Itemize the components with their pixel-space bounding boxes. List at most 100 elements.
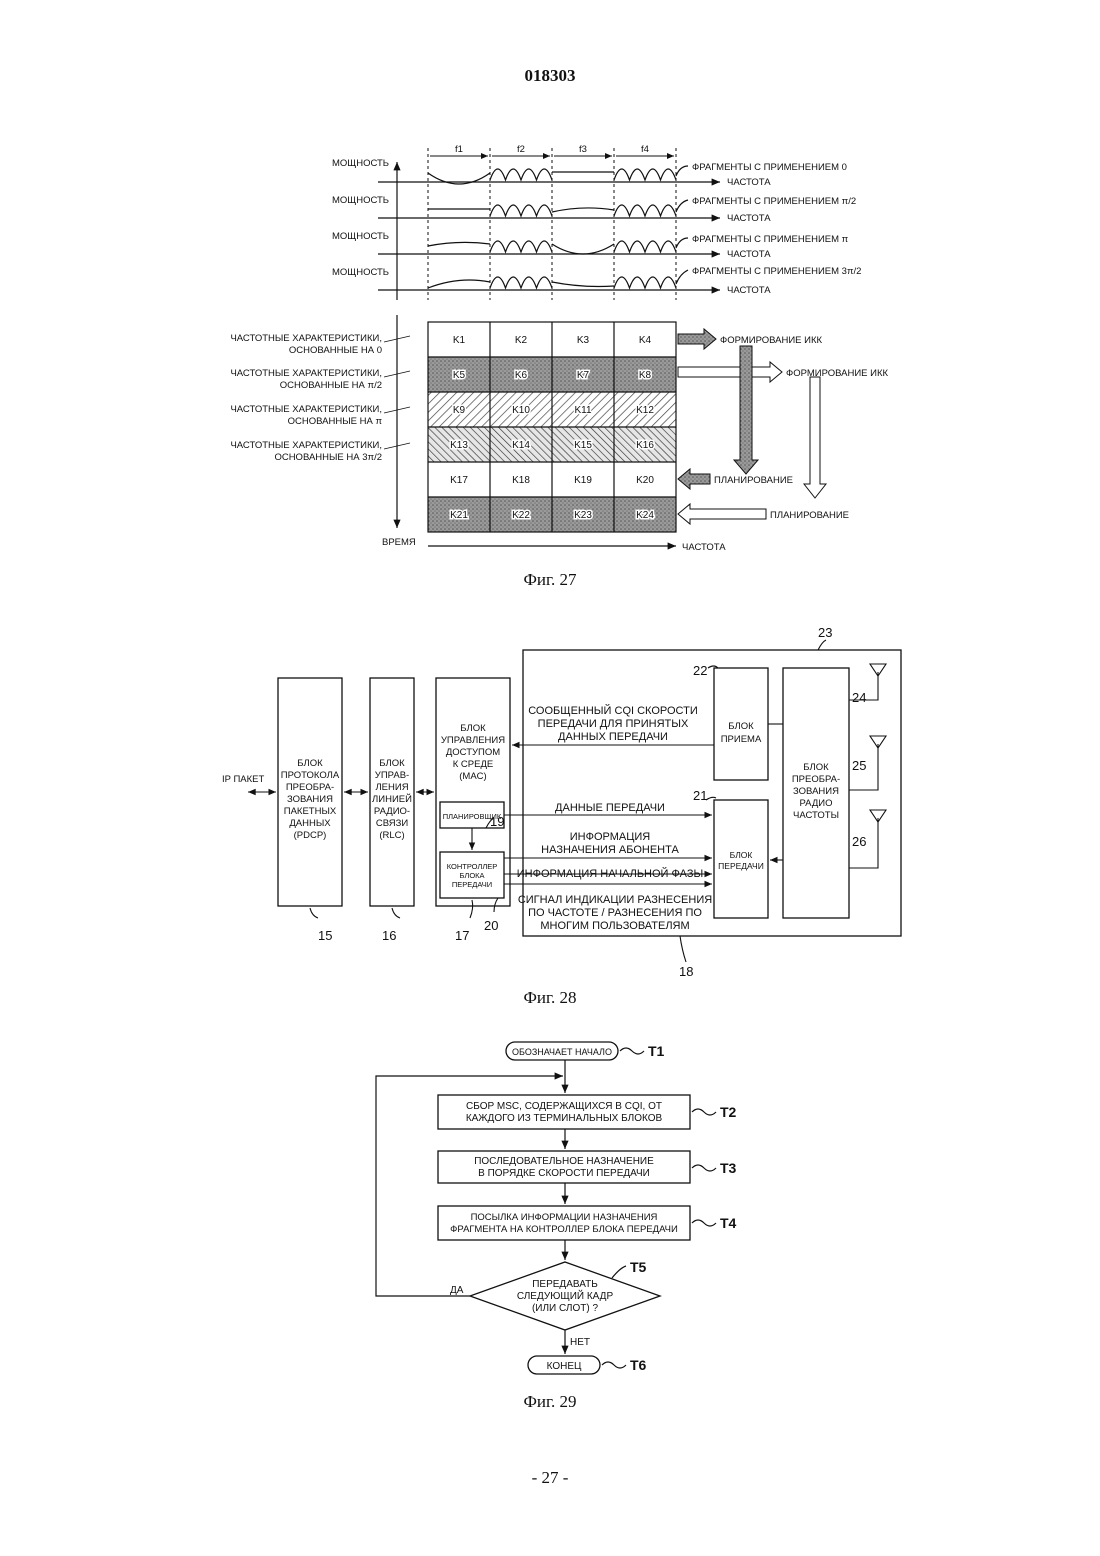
initial-phase-label: ИНФОРМАЦИЯ НАЧАЛЬНОЙ ФАЗЫ xyxy=(517,867,703,880)
tx-controller-line-0: КОНТРОЛЛЕР xyxy=(447,862,498,871)
ref-21: 21 xyxy=(693,788,707,803)
yes-label: ДА xyxy=(450,1285,464,1296)
cqi-msg-text: СООБЩЕННЫЙ CQI СКОРОСТИ ПЕРЕДАЧИ ДЛЯ ПРИ… xyxy=(528,704,698,743)
fig28-diagram: IP ПАКЕТ БЛОК ПРОТОКОЛА ПРЕОБРА- ЗОВАНИЯ… xyxy=(0,620,1100,985)
cell-k18: K18 xyxy=(512,475,530,486)
time-label: ВРЕМЯ xyxy=(382,537,416,548)
rf-text: БЛОК ПРЕОБРА- ЗОВАНИЯ РАДИО ЧАСТОТЫ xyxy=(792,762,840,821)
cqi-msg-line-1: ПЕРЕДАЧИ ДЛЯ ПРИНЯТЫХ xyxy=(538,718,689,730)
fig27-caption: Фиг. 27 xyxy=(0,570,1100,590)
pdcp-line-4: ПАКЕТНЫХ xyxy=(284,806,337,817)
tx-data-label: ДАННЫЕ ПЕРЕДАЧИ xyxy=(555,802,665,814)
cell-k24: K24 xyxy=(636,510,654,521)
cqi-planning-arrows xyxy=(678,329,826,524)
rx-line-1: ПРИЕМА xyxy=(721,734,762,745)
cell-k3: K3 xyxy=(577,335,590,346)
ref-24: 24 xyxy=(852,690,866,705)
cqi-label-2: ФОРМИРОВАНИЕ ИКК xyxy=(786,368,888,379)
freq-label-4: ЧАСТОТА xyxy=(727,285,771,296)
t5-line-1: СЛЕДУЮЩИЙ КАДР xyxy=(517,1289,614,1302)
char-label-1-b: ОСНОВАННЫЕ НА π/2 xyxy=(280,380,382,391)
fragments-label-2: ФРАГМЕНТЫ С ПРИМЕНЕНИЕМ π/2 xyxy=(692,196,856,207)
cell-k19: K19 xyxy=(574,475,592,486)
diversity-line-0: СИГНАЛ ИНДИКАЦИИ РАЗНЕСЕНИЯ xyxy=(518,894,712,906)
rlc-line-0: БЛОК xyxy=(379,758,405,769)
t3-line-1: В ПОРЯДКЕ СКОРОСТИ ПЕРЕДАЧИ xyxy=(478,1168,650,1179)
cell-k1: K1 xyxy=(453,335,466,346)
cell-k11: K11 xyxy=(574,405,591,416)
t3-line-0: ПОСЛЕДОВАТЕЛЬНОЕ НАЗНАЧЕНИЕ xyxy=(474,1156,654,1167)
cell-k23: K23 xyxy=(574,510,592,521)
fragments-label-1: ФРАГМЕНТЫ С ПРИМЕНЕНИЕМ 0 xyxy=(692,162,847,173)
cell-k15: K15 xyxy=(574,440,592,451)
cell-k17: K17 xyxy=(450,475,468,486)
cell-k2: K2 xyxy=(515,335,528,346)
rlc-line-2: ЛЕНИЯ xyxy=(375,782,408,793)
tx-line-1: ПЕРЕДАЧИ xyxy=(718,861,764,871)
ref-18: 18 xyxy=(679,964,693,979)
rf-line-0: БЛОК xyxy=(803,762,829,773)
char-label-1-a: ЧАСТОТНЫЕ ХАРАКТЕРИСТИКИ, xyxy=(230,368,382,379)
t5-line-2: (ИЛИ СЛОТ) ? xyxy=(532,1303,598,1314)
diversity-line-1: ПО ЧАСТОТЕ / РАЗНЕСЕНИЯ ПО xyxy=(528,907,702,919)
mac-line-2: ДОСТУПОМ xyxy=(446,747,500,758)
ref-17: 17 xyxy=(455,928,469,943)
band-f4: f4 xyxy=(641,144,649,155)
cell-k13: K13 xyxy=(450,440,468,451)
tx-controller-line-1: БЛОКА xyxy=(459,871,484,880)
t2-line-1: КАЖДОГО ИЗ ТЕРМИНАЛЬНЫХ БЛОКОВ xyxy=(466,1113,663,1124)
cell-k8: K8 xyxy=(639,370,652,381)
t5-line-0: ПЕРЕДАВАТЬ xyxy=(532,1279,598,1290)
fragments-label-3: ФРАГМЕНТЫ С ПРИМЕНЕНИЕМ π xyxy=(692,234,849,245)
cell-k5: K5 xyxy=(453,370,466,381)
start-label: ОБОЗНАЧАЕТ НАЧАЛО xyxy=(512,1047,612,1057)
cell-k12: K12 xyxy=(636,405,654,416)
cell-k6: K6 xyxy=(515,370,528,381)
ref-15: 15 xyxy=(318,928,332,943)
tx-controller-text: КОНТРОЛЛЕР БЛОКА ПЕРЕДАЧИ xyxy=(447,862,498,889)
ref-26: 26 xyxy=(852,834,866,849)
ref-25: 25 xyxy=(852,758,866,773)
no-label: НЕТ xyxy=(570,1337,590,1348)
mac-text: БЛОК УПРАВЛЕНИЯ ДОСТУПОМ К СРЕДЕ (MAC) xyxy=(441,723,505,782)
cell-k7: K7 xyxy=(577,370,590,381)
power-label-2: МОЩНОСТЬ xyxy=(332,195,389,206)
char-label-2-b: ОСНОВАННЫЕ НА π xyxy=(288,416,383,427)
user-assign-text: ИНФОРМАЦИЯ НАЗНАЧЕНИЯ АБОНЕНТА xyxy=(541,831,679,856)
rlc-line-3: ЛИНИЕЙ xyxy=(372,793,412,805)
cell-k22: K22 xyxy=(512,510,530,521)
document-number: 018303 xyxy=(0,66,1100,86)
label-t3: T3 xyxy=(720,1160,737,1176)
cqi-msg-line-0: СООБЩЕННЫЙ CQI СКОРОСТИ xyxy=(528,704,698,717)
fig27-diagram: f1 f2 f3 f4 МОЩНОСТЬ МОЩН xyxy=(0,130,1100,570)
pdcp-line-5: ДАННЫХ xyxy=(289,818,331,829)
label-t1: T1 xyxy=(648,1043,665,1059)
t2-line-0: СБОР MSC, СОДЕРЖАЩИХСЯ В CQI, ОТ xyxy=(466,1101,662,1112)
power-plots xyxy=(378,162,720,300)
band-f1: f1 xyxy=(455,144,463,155)
fragments-label-4: ФРАГМЕНТЫ С ПРИМЕНЕНИЕМ 3π/2 xyxy=(692,266,861,277)
pdcp-line-0: БЛОК xyxy=(297,758,323,769)
rf-line-1: ПРЕОБРА- xyxy=(792,774,840,785)
ref-19: 19 xyxy=(490,814,504,829)
power-label-1: МОЩНОСТЬ xyxy=(332,158,389,169)
ref-22: 22 xyxy=(693,663,707,678)
rf-line-4: ЧАСТОТЫ xyxy=(793,810,839,821)
band-f3: f3 xyxy=(579,144,587,155)
mac-line-3: К СРЕДЕ xyxy=(453,759,493,770)
freq-label-2: ЧАСТОТА xyxy=(727,213,771,224)
cell-k21: K21 xyxy=(450,510,468,521)
cell-k9: K9 xyxy=(453,405,466,416)
char-labels: ЧАСТОТНЫЕ ХАРАКТЕРИСТИКИ, ОСНОВАННЫЕ НА … xyxy=(230,333,382,463)
tx-line-0: БЛОК xyxy=(730,850,753,860)
user-assign-line-0: ИНФОРМАЦИЯ xyxy=(570,831,651,843)
power-label-4: МОЩНОСТЬ xyxy=(332,267,389,278)
t4-line-1: ФРАГМЕНТА НА КОНТРОЛЛЕР БЛОКА ПЕРЕДАЧИ xyxy=(450,1224,678,1235)
mac-line-4: (MAC) xyxy=(459,771,486,782)
char-label-3-b: ОСНОВАННЫЕ НА 3π/2 xyxy=(274,452,382,463)
pdcp-text: БЛОК ПРОТОКОЛА ПРЕОБРА- ЗОВАНИЯ ПАКЕТНЫХ… xyxy=(281,758,340,841)
mac-line-1: УПРАВЛЕНИЯ xyxy=(441,735,505,746)
t4-line-0: ПОСЫЛКА ИНФОРМАЦИИ НАЗНАЧЕНИЯ xyxy=(471,1212,658,1223)
ref-23: 23 xyxy=(818,625,832,640)
tx-text: БЛОК ПЕРЕДАЧИ xyxy=(718,850,764,871)
